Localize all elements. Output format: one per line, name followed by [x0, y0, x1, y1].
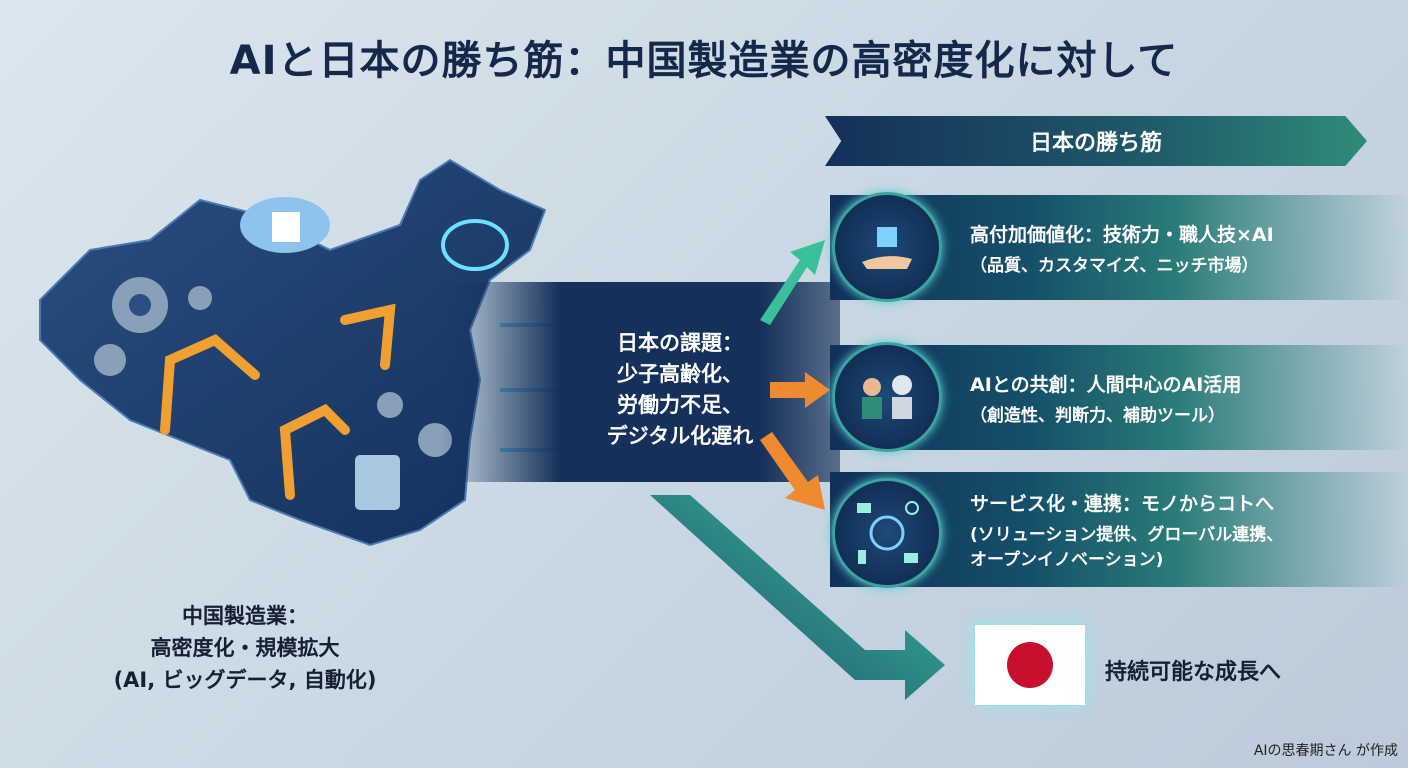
strategy-heading: AIとの共創：人間中心のAI活用	[970, 373, 1242, 396]
server-icon	[355, 455, 400, 510]
credit-text: AIの思春期さん が作成	[1253, 743, 1398, 759]
chip-hand-icon	[832, 192, 942, 302]
brain-icon	[441, 219, 509, 271]
gear-icon	[94, 277, 452, 457]
arrow-to-strategy-2	[770, 372, 830, 408]
china-line: 高密度化・規模拡大	[150, 636, 340, 660]
china-line: (AI, ビッグデータ, 自動化)	[113, 668, 377, 692]
challenge-line: デジタル化遅れ	[606, 424, 754, 448]
global-network-icon	[832, 478, 942, 588]
goal-text: 持続可能な成長へ	[1105, 660, 1282, 685]
flag-sun	[1007, 642, 1053, 688]
cloud-database-icon	[240, 197, 330, 253]
challenge-line: 日本の課題：	[617, 331, 743, 355]
japan-strategy-banner: 日本の勝ち筋	[825, 116, 1367, 166]
strategy-heading: 高付加価値化：技術力・職人技×AI	[970, 223, 1274, 246]
china-manufacturing-label: 中国製造業： 高密度化・規模拡大 (AI, ビッグデータ, 自動化)	[114, 600, 377, 696]
strategy-sub: （品質、カスタマイズ、ニッチ市場）	[970, 255, 1259, 276]
page-title: AIと日本の勝ち筋：中国製造業の高密度化に対して	[229, 38, 1179, 84]
strategy-sub: （創造性、判断力、補助ツール）	[970, 405, 1225, 426]
japan-flag-icon	[975, 625, 1085, 705]
challenge-line: 労働力不足、	[617, 393, 743, 417]
challenge-line: 少子高齢化、	[617, 362, 743, 386]
strategy-sub: オープンイノベーション)	[970, 550, 1164, 570]
arrow-to-strategy-3	[760, 432, 825, 510]
robot-arm-icon	[160, 303, 396, 500]
arrow-to-strategy-1	[760, 240, 825, 325]
strategy-sub: (ソリューション提供、グローバル連携、	[970, 525, 1284, 545]
arrow-to-goal	[650, 495, 945, 700]
challenge-text: 日本の課題： 少子高齢化、 労働力不足、 デジタル化遅れ	[580, 328, 780, 452]
strategy-heading: サービス化・連携：モノからコトへ	[970, 493, 1275, 515]
china-line: 中国製造業：	[182, 604, 308, 628]
human-robot-icon	[832, 342, 942, 452]
